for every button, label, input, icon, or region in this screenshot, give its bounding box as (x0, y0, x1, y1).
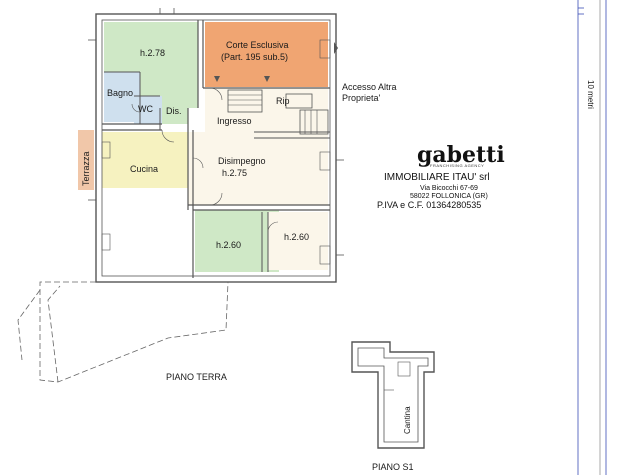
room-s-height-label: h.2.60 (216, 240, 241, 250)
disimpegno-label: Disimpegno (218, 156, 266, 166)
agency-city: 58022 FOLLONICA (GR) (410, 193, 488, 200)
scale-label: 10 metri (586, 80, 595, 109)
walls (88, 8, 344, 283)
cucina-label: Cucina (130, 164, 158, 174)
agency-address: Via Bicocchi 67-69 (420, 185, 478, 192)
garden-outline (17, 281, 229, 383)
rip-label: Rip (276, 96, 290, 106)
basement-walls (351, 341, 435, 449)
accesso-label: Accesso Altra (342, 82, 397, 92)
corte-esclusiva-part-label: (Part. 195 sub.5) (221, 52, 288, 62)
agency-vat: P.IVA e C.F. 01364280535 (377, 200, 481, 210)
room-se-fill (268, 212, 328, 270)
wc-label: WC (138, 104, 153, 114)
agency-brand-tagline: FRANCHISING AGENCY (430, 163, 484, 168)
room-fills (78, 22, 328, 272)
bagno-label: Bagno (107, 88, 133, 98)
dis-label: Dis. (166, 106, 182, 116)
corte-esclusiva-label: Corte Esclusiva (226, 40, 289, 50)
agency-brand-logo: gabetti (417, 142, 505, 168)
room-s-fill (195, 210, 279, 272)
wc-fill (134, 96, 162, 124)
room-se-height-label: h.2.60 (284, 232, 309, 242)
floor-basement-label: PIANO S1 (372, 462, 414, 472)
terrazza-label: Terrazza (81, 151, 91, 186)
disimpegno-fill (188, 88, 328, 205)
agency-name: IMMOBILIARE ITAU' srl (384, 172, 490, 183)
floor-ground-label: PIANO TERRA (166, 372, 227, 382)
outer-wall (95, 13, 337, 283)
ingresso-label: Ingresso (217, 116, 252, 126)
room-labels: h.2.78 Corte Esclusiva (Part. 195 sub.5)… (81, 40, 412, 434)
scale-bar: 10 metri (577, 0, 607, 475)
disimpegno-height-label: h.2.75 (222, 168, 247, 178)
agency-block: gabetti FRANCHISING AGENCY IMMOBILIARE I… (377, 142, 505, 210)
cantina-label: Cantina (403, 406, 412, 434)
cucina-fill (102, 132, 188, 188)
proprieta-label: Proprieta' (342, 93, 381, 103)
room-nw-height-label: h.2.78 (140, 48, 165, 58)
terrazza-fill (78, 130, 94, 190)
